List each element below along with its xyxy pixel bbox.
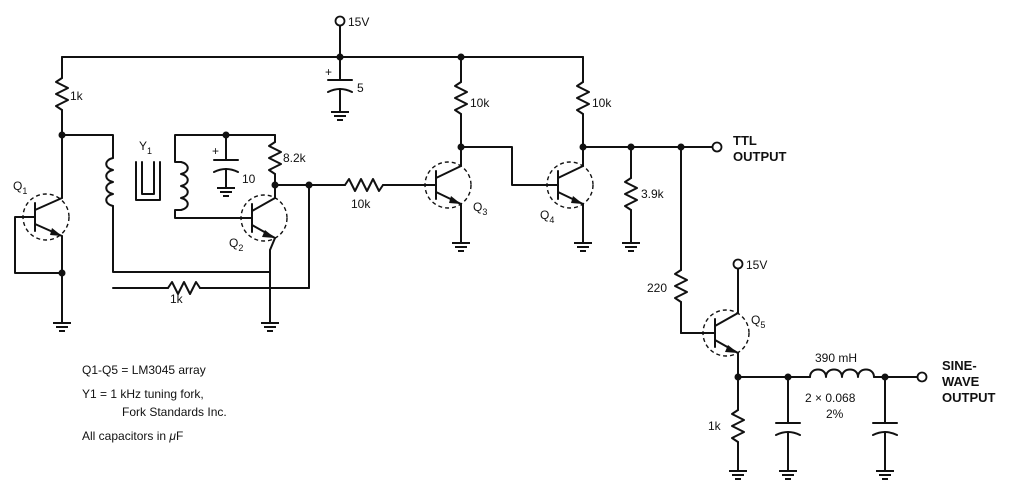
sine-output-label-line1: SINE- — [942, 358, 977, 373]
filter-capacitors-value: 2 × 0.068 — [805, 391, 856, 405]
q5-supply-label: 15V — [746, 258, 767, 272]
note-capacitor-units: All capacitors in μF — [82, 429, 183, 443]
resistor-base-q3 — [344, 178, 384, 192]
tuning-fork-label: Y1 — [139, 139, 152, 156]
sine-output-label-line2: WAVE — [942, 374, 980, 389]
resistor-q3-collector-value: 10k — [470, 96, 490, 110]
ttl-output-label-line1: TTL — [733, 133, 757, 148]
q4-label: Q4 — [540, 208, 554, 225]
resistor-q1-collector-value: 1k — [70, 89, 84, 103]
q1-label: Q1 — [13, 179, 27, 196]
transistor-q5 — [702, 267, 750, 378]
resistor-q3-collector — [454, 56, 468, 167]
resistor-base-q3-value: 10k — [351, 197, 371, 211]
inductor-390mh — [809, 368, 875, 378]
capacitor-tank-polarity: + — [212, 144, 219, 158]
tuning-fork-y1 — [135, 161, 161, 201]
supply-voltage-label: 15V — [348, 15, 369, 29]
resistor-feedback — [167, 281, 201, 295]
filter-capacitors-tolerance: 2% — [826, 407, 844, 421]
ttl-output-label-line2: OUTPUT — [733, 149, 787, 164]
resistor-q4-collector — [576, 56, 590, 167]
supply-terminal — [334, 15, 346, 27]
resistor-q4-collector-value: 10k — [592, 96, 612, 110]
capacitor-supply-polarity: + — [325, 65, 332, 79]
q5-label: Q5 — [751, 313, 765, 330]
transistor-q2 — [240, 184, 288, 332]
ttl-output-terminal — [711, 141, 723, 153]
resistor-ttl-load-value: 3.9k — [641, 187, 665, 201]
resistor-q5-emitter — [728, 376, 748, 480]
resistor-tank-value: 8.2k — [283, 151, 307, 165]
note-tuning-fork: Y1 = 1 kHz tuning fork, — [82, 387, 204, 401]
note-fork-vendor: Fork Standards Inc. — [122, 405, 227, 419]
resistor-q5-emitter-value: 1k — [708, 419, 722, 433]
capacitor-supply-bypass — [327, 56, 353, 121]
capacitor-supply-value: 5 — [357, 81, 364, 95]
transistor-q3 — [424, 161, 472, 252]
resistor-ttl-load — [621, 146, 641, 252]
resistor-q5-base-value: 220 — [647, 281, 667, 295]
transformer-primary — [105, 157, 114, 207]
capacitor-tank — [213, 134, 239, 197]
transistor-q1 — [14, 193, 72, 332]
sine-output-label-line3: OUTPUT — [942, 390, 996, 405]
q3-label: Q3 — [473, 200, 487, 217]
capacitor-filter-2 — [872, 376, 898, 480]
resistor-q5-base — [674, 146, 716, 334]
sine-output-terminal — [916, 371, 928, 383]
q2-label: Q2 — [229, 236, 243, 253]
note-transistor-array: Q1-Q5 = LM3045 array — [82, 363, 206, 377]
supply-rail — [61, 15, 584, 61]
resistor-feedback-value: 1k — [170, 292, 184, 306]
transformer-secondary — [180, 161, 189, 211]
capacitor-filter-1 — [775, 376, 801, 480]
resistor-q1-collector — [55, 56, 69, 136]
inductor-value: 390 mH — [815, 351, 857, 365]
transistor-q4 — [546, 161, 594, 252]
capacitor-tank-value: 10 — [242, 172, 256, 186]
q5-supply-terminal — [732, 258, 744, 270]
resistor-tank — [268, 134, 282, 186]
